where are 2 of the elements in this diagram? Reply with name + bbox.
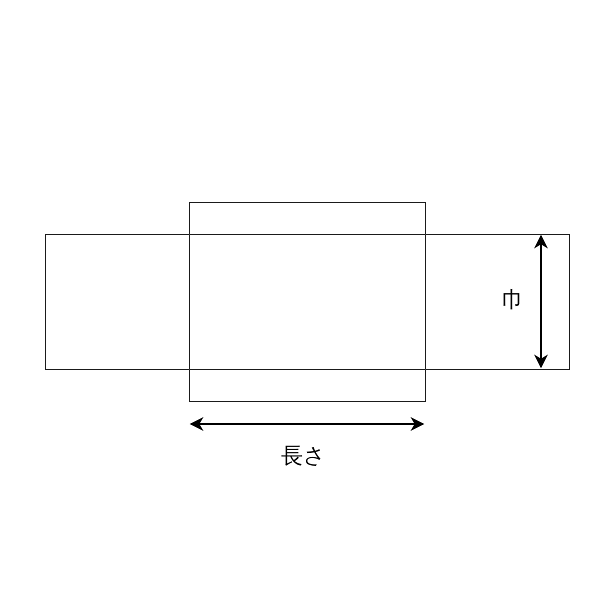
dimension-label: 巾 xyxy=(502,290,524,312)
dimension-label: 長さ xyxy=(281,446,326,468)
